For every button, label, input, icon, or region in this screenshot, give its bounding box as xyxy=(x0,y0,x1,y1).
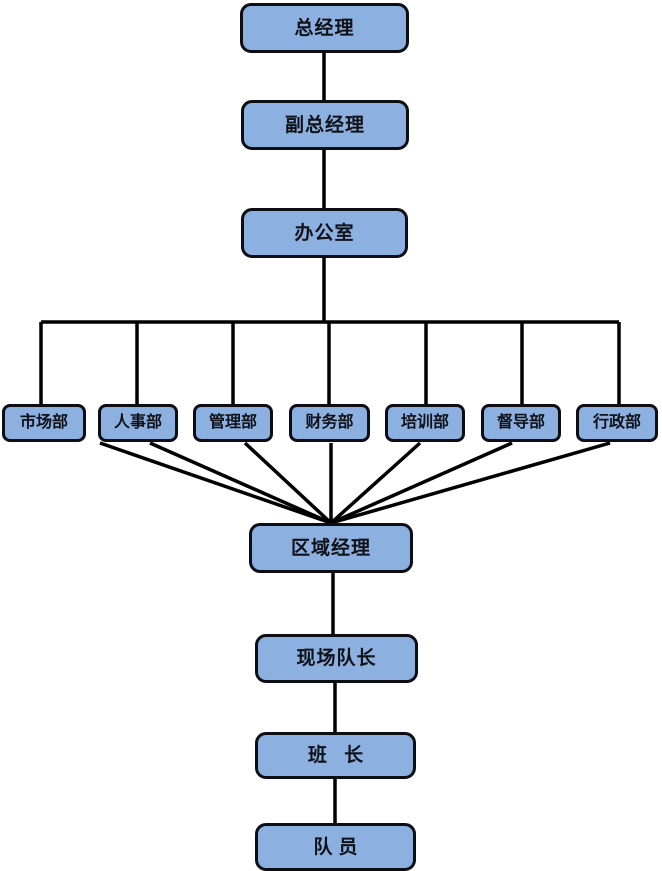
node-dept-training[interactable]: 培训部 xyxy=(385,404,465,442)
node-label: 区域经理 xyxy=(290,537,371,559)
node-label: 培训部 xyxy=(400,414,449,431)
node-label: 总经理 xyxy=(294,17,355,39)
connector-dept-management-to-regional-manager xyxy=(243,441,333,525)
node-site-captain[interactable]: 现场队长 xyxy=(255,634,418,683)
connector-dept-training-to-regional-manager xyxy=(329,441,422,525)
node-regional-manager[interactable]: 区域经理 xyxy=(249,523,413,573)
node-label: 市场部 xyxy=(19,414,68,431)
node-dept-hr[interactable]: 人事部 xyxy=(98,404,178,442)
node-office[interactable]: 办公室 xyxy=(241,208,408,258)
connector-dept-hr-to-regional-manager xyxy=(149,441,332,525)
node-dept-admin[interactable]: 行政部 xyxy=(576,404,658,442)
node-dept-management[interactable]: 管理部 xyxy=(193,404,273,442)
node-label: 财务部 xyxy=(305,414,354,431)
node-dept-marketing[interactable]: 市场部 xyxy=(2,404,86,442)
node-label: 督导部 xyxy=(496,414,545,431)
node-label: 副总经理 xyxy=(284,114,365,136)
node-label: 队员 xyxy=(313,836,364,858)
node-deputy-manager[interactable]: 副总经理 xyxy=(241,100,409,150)
connector-dept-supervision-to-regional-manager xyxy=(330,441,513,525)
node-general-manager[interactable]: 总经理 xyxy=(240,3,409,53)
connector-dept-admin-to-regional-manager xyxy=(330,441,611,525)
node-dept-supervision[interactable]: 督导部 xyxy=(481,404,561,442)
node-dept-finance[interactable]: 财务部 xyxy=(289,404,370,442)
node-team-member[interactable]: 队员 xyxy=(255,823,416,871)
node-label: 班 长 xyxy=(307,745,370,766)
node-label: 管理部 xyxy=(208,414,257,431)
node-label: 行政部 xyxy=(592,414,641,431)
node-label: 人事部 xyxy=(113,414,162,431)
node-label: 办公室 xyxy=(294,222,355,244)
node-team-leader[interactable]: 班 长 xyxy=(255,732,416,779)
node-label: 现场队长 xyxy=(296,648,377,669)
connector-dept-marketing-to-regional-manager xyxy=(99,441,332,525)
